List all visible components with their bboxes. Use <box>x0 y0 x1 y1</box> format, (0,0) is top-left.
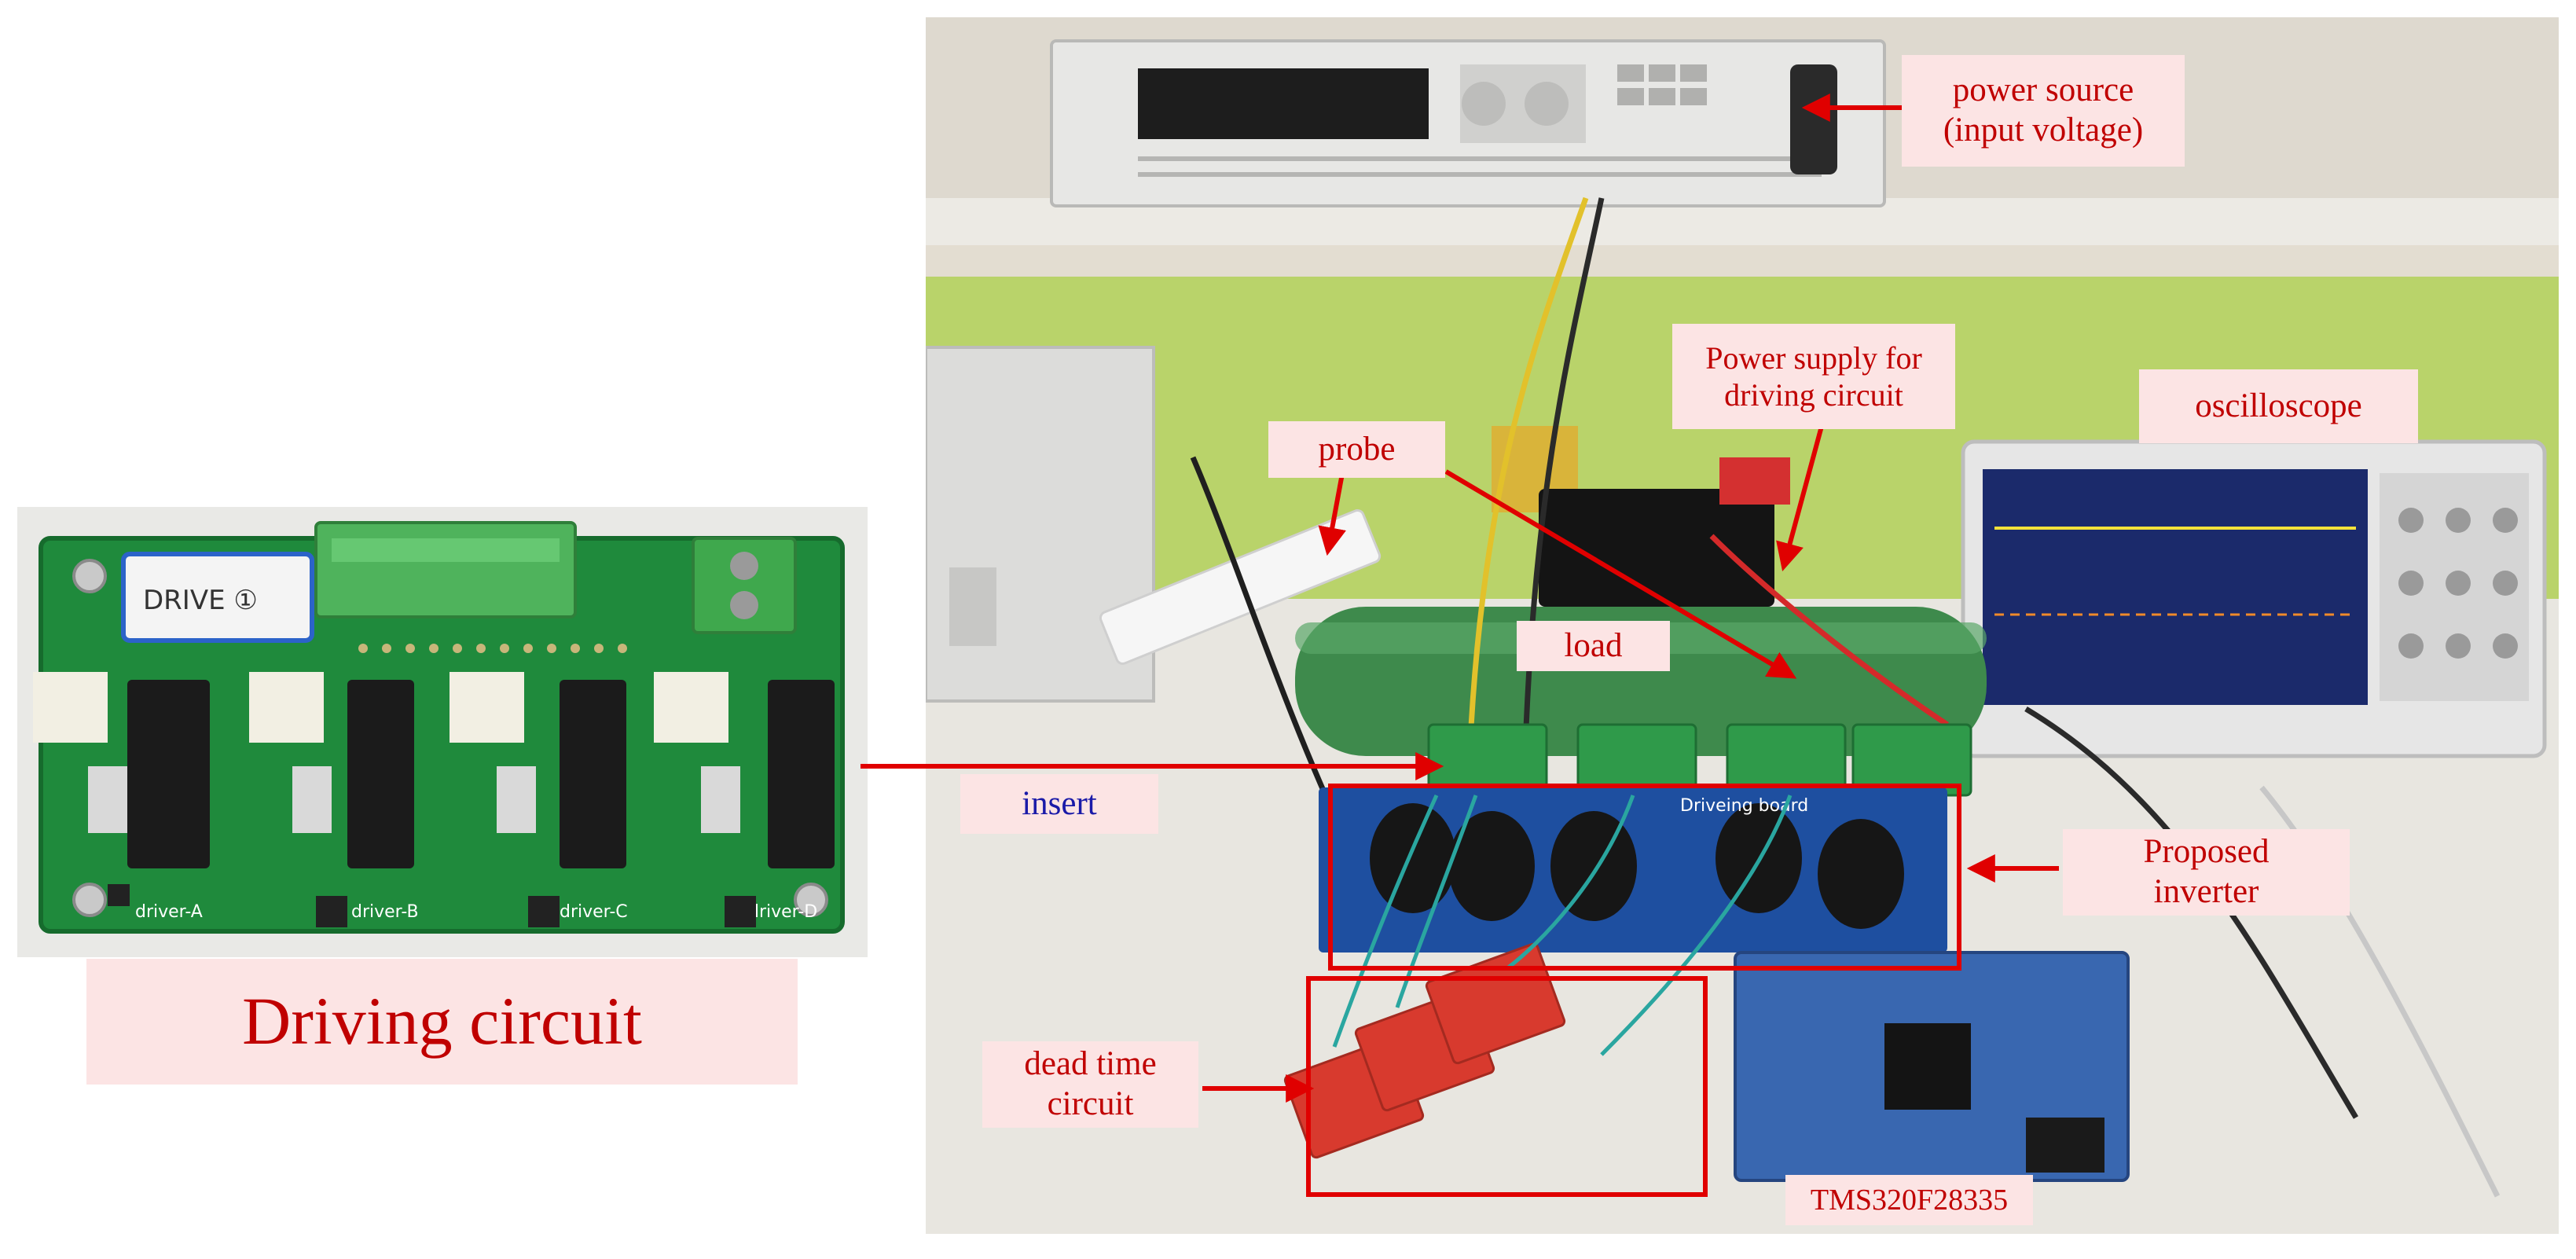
handwritten-tag: DRIVE ① <box>143 585 258 616</box>
probe-arrow-1 <box>1318 464 1346 556</box>
driving-supply-arrow <box>1776 420 1826 571</box>
driving-power-supply-label: Power supply for driving circuit <box>1672 324 1955 429</box>
oscilloscope-label: oscilloscope <box>2139 369 2418 443</box>
dead-time-highlight-box <box>1306 976 1708 1197</box>
driver-label-b: driver-B <box>351 902 419 922</box>
driving-circuit-label: Driving circuit <box>86 959 798 1085</box>
dead-time-circuit-label: dead time circuit <box>982 1041 1198 1128</box>
mcu-label: TMS320F28335 <box>1785 1175 2033 1225</box>
proposed-inverter-label: Proposed inverter <box>2063 829 2350 916</box>
experimental-setup-photo: Driveing board <box>926 17 2559 1234</box>
driver-label-d: driver-D <box>748 902 817 922</box>
insert-label: insert <box>960 774 1158 834</box>
inverter-highlight-box <box>1328 784 1961 971</box>
driver-label-a: driver-A <box>135 902 203 922</box>
probe-arrow-2 <box>1444 469 1797 679</box>
power-source-label: power source (input voltage) <box>1902 55 2185 167</box>
probe-label: probe <box>1268 421 1445 478</box>
driving-circuit-photo: DRIVE ① driver-A driver-B driver-C <box>17 507 868 957</box>
load-label: load <box>1517 621 1670 671</box>
driver-label-c: driver-C <box>560 902 628 922</box>
